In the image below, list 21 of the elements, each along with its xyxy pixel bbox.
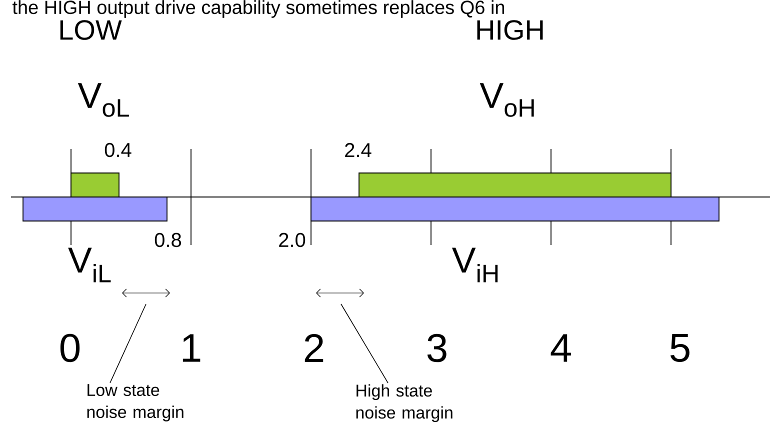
header-text: the HIGH output drive capability sometimes replaces Q6 in	[12, 0, 504, 18]
scale-number: 5	[670, 334, 690, 362]
value-label: 2.4	[345, 143, 372, 157]
state-heading: HIGH	[477, 20, 543, 40]
scale-number: 0	[60, 334, 80, 362]
state-heading: LOW	[60, 20, 122, 40]
voltage-symbol: V$_{oH}$	[480, 83, 534, 117]
leader-line	[340, 304, 388, 384]
leader-line	[110, 304, 146, 384]
scale-number: 3	[427, 334, 446, 362]
note-text: Low state noise margin	[87, 384, 184, 422]
value-label: 0.4	[104, 142, 132, 158]
scale-number: 2	[304, 334, 324, 362]
voltage-symbol: V$_{oL}$	[78, 83, 129, 117]
scale-number: 4	[550, 334, 571, 362]
voltage-symbol: V$_{iH}$	[452, 248, 498, 282]
value-label: 2.0	[279, 232, 306, 248]
value-label: 0.8	[154, 232, 182, 248]
scale-number: 1	[182, 334, 200, 362]
voltage-symbol: V$_{iL}$	[68, 248, 111, 282]
note-text: High state noise margin	[356, 384, 452, 422]
